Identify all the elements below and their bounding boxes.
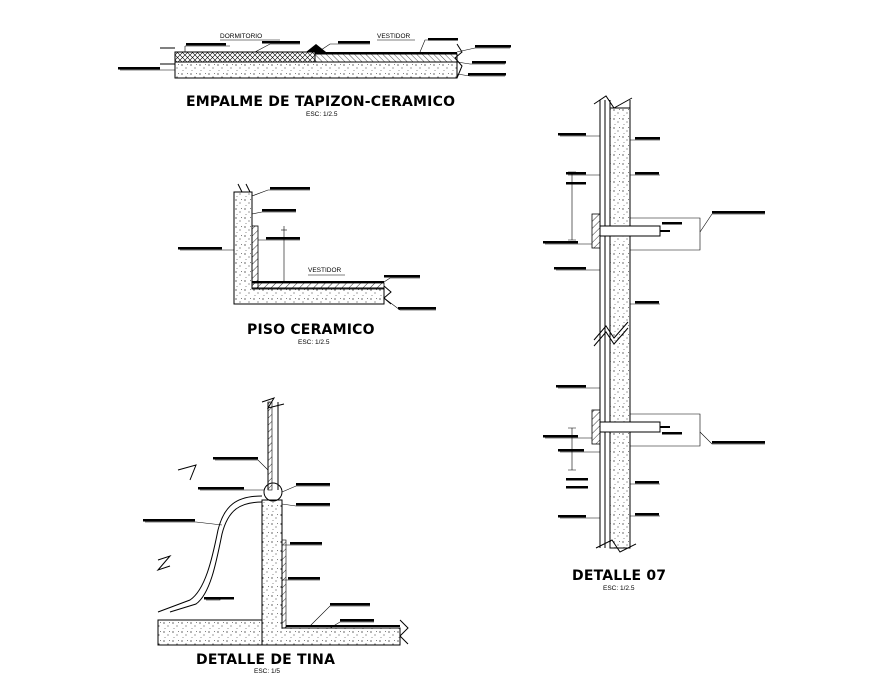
tub-floor-slab xyxy=(157,619,263,646)
scale-piso-ceramico: ESC: 1/2.5 xyxy=(298,339,330,346)
transition-strip xyxy=(306,44,326,52)
detail-piso-ceramico: VESTIDOR PISO CERAMICO ESC: 1/2.5 xyxy=(178,183,436,346)
anchor-lower xyxy=(591,409,601,445)
concrete-slab xyxy=(174,61,458,79)
label-dormitorio: DORMITORIO xyxy=(220,33,262,40)
title-empalme: EMPALME DE TAPIZON-CERAMICO xyxy=(186,94,455,110)
ceramic-layer xyxy=(314,53,458,63)
scale-detalle-07: ESC: 1/2.5 xyxy=(603,585,635,592)
title-tina: DETALLE DE TINA xyxy=(196,652,335,668)
wall-07 xyxy=(609,107,631,549)
floor-tile xyxy=(251,282,385,290)
sealant-joint xyxy=(263,482,283,502)
wall-tile-above xyxy=(267,401,273,491)
detail-07: DETALLE 07 ESC: 1/2.5 xyxy=(543,95,765,592)
anchor-upper xyxy=(591,213,601,249)
curb-tile xyxy=(281,539,287,629)
title-detalle-07: DETALLE 07 xyxy=(572,568,666,584)
detail-empalme: DORMITORIO VESTIDOR EMPALME DE TAPIZON-C… xyxy=(118,33,511,118)
scale-tina: ESC: 1/5 xyxy=(254,668,280,675)
wall-tile xyxy=(251,225,259,289)
label-vestidor-piso: VESTIDOR xyxy=(308,267,342,274)
bathtub-shell xyxy=(157,495,263,613)
label-vestidor: VESTIDOR xyxy=(377,33,411,40)
carpet-layer xyxy=(174,51,316,63)
detail-tina: DETALLE DE TINA ESC: 1/5 xyxy=(143,397,409,675)
title-piso-ceramico: PISO CERAMICO xyxy=(247,322,375,338)
scale-empalme: ESC: 1/2.5 xyxy=(306,111,338,118)
tub-curb xyxy=(261,499,401,646)
